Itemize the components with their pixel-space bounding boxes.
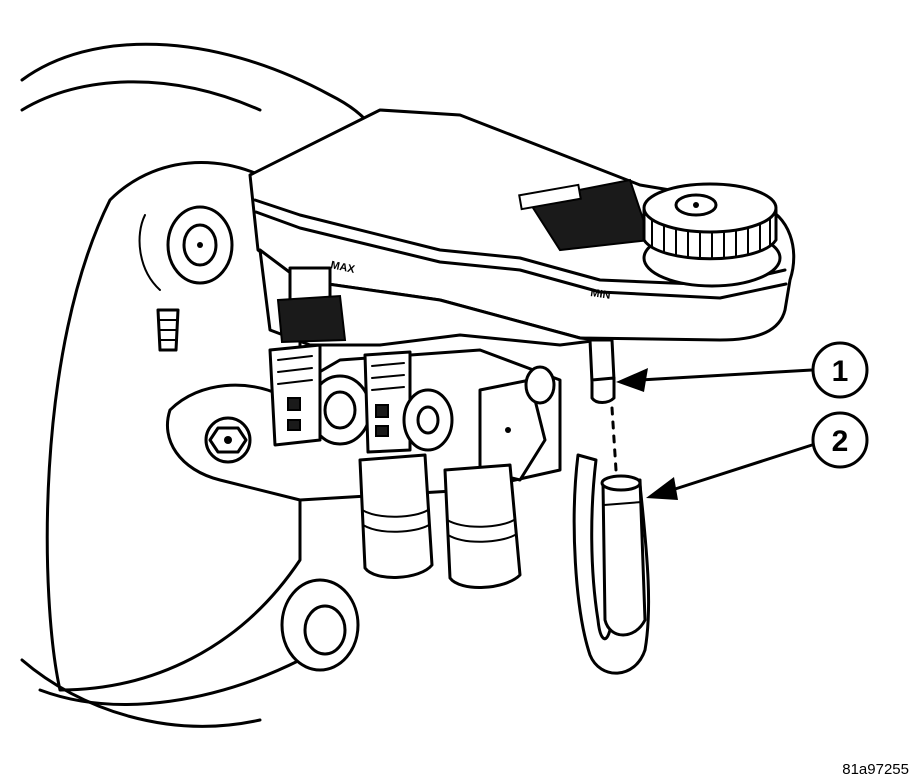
master-cylinder-body xyxy=(165,343,562,502)
brake-line-fittings xyxy=(358,453,522,589)
reservoir-max-mark: MAX xyxy=(329,259,356,276)
booster-stud-lower xyxy=(280,578,360,672)
figure-code: 81a97255 xyxy=(842,761,909,778)
booster-stud-upper xyxy=(138,205,234,352)
bleed-tube xyxy=(572,406,651,675)
reservoir-cap xyxy=(642,182,782,288)
reservoir-min-mark: MIN xyxy=(590,287,612,302)
callout-1: 1 xyxy=(616,341,869,399)
flange-nut xyxy=(204,416,252,464)
callout-2: 2 xyxy=(646,411,869,500)
callout-1-number: 1 xyxy=(832,355,849,388)
bleed-fitting xyxy=(588,338,616,404)
callout-2-number: 2 xyxy=(832,425,849,458)
